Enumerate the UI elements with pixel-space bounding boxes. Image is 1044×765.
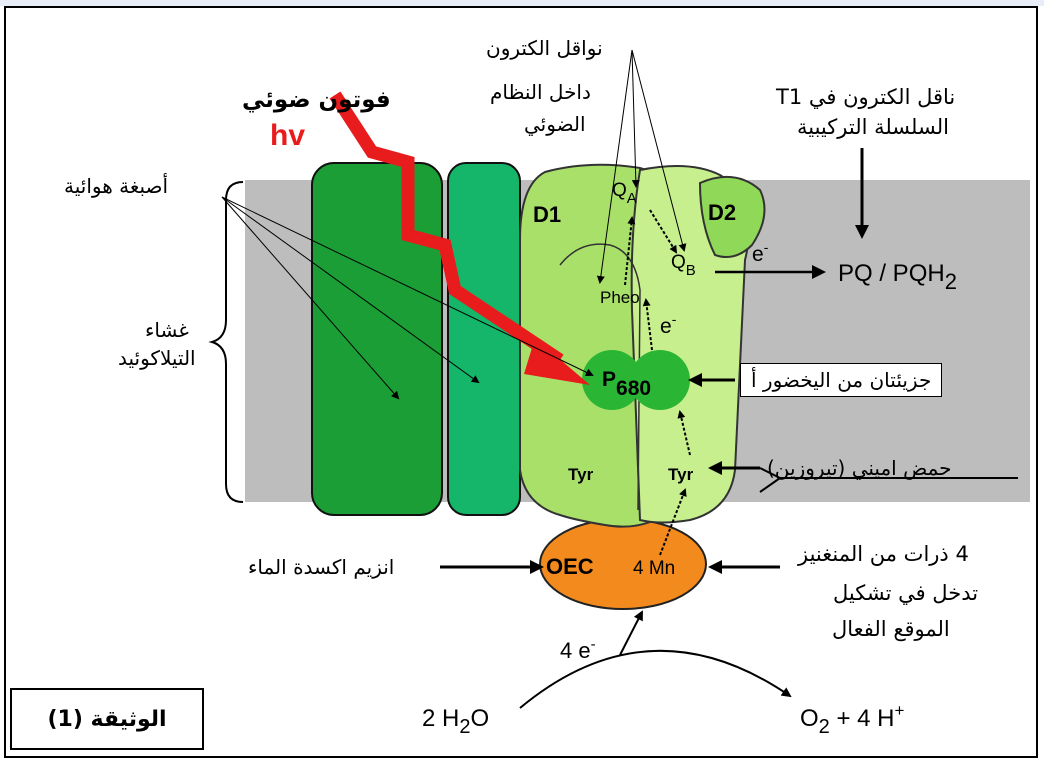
label-water: 2 H2O: [422, 705, 489, 738]
label-oec: OEC: [546, 554, 594, 579]
p680-left: [582, 350, 642, 410]
p680-to-pheo-arrow: [642, 298, 653, 351]
carriers-leader-3: [631, 49, 687, 252]
manganese-label-1: 4 ذرات من المنغنيز: [798, 542, 969, 566]
d1-inner-lobe: [559, 243, 641, 511]
carriers-label-1: نواقل الكترون: [486, 36, 603, 60]
label-tyr-left: Tyr: [568, 465, 594, 484]
label-d1: D1: [533, 202, 561, 227]
membrane-label-2: التيلاكوئيد: [118, 346, 196, 370]
document-label: الوثيقة (1): [47, 706, 167, 732]
qa-to-qb-arrow: [649, 209, 678, 254]
manganese-label-3: الموقع الفعال: [832, 617, 950, 641]
label-e-inner: e-: [660, 311, 677, 338]
t1-label-2: السلسلة التركيبية: [797, 115, 949, 139]
label-mn: 4 Mn: [633, 558, 675, 579]
label-hv: hv: [270, 119, 305, 152]
carriers-leader-1: [596, 49, 633, 284]
tyrosine-bracket: [759, 467, 1018, 493]
antenna-pigment-2: [447, 162, 521, 516]
p680-right: [630, 350, 690, 410]
t1-label-1: T1 ناقل الكترون في: [776, 85, 956, 109]
label-e-upper: e-: [752, 239, 769, 266]
top-band: [0, 0, 1044, 6]
membrane-label-1: غشاء: [145, 318, 189, 342]
tyr-to-p680-arrow: [677, 410, 691, 456]
label-qb: QB: [671, 252, 696, 279]
membrane-brace: [208, 181, 244, 503]
chlorophyll-label-box: جزيئتان من اليخضور أ: [740, 363, 943, 397]
mn-to-tyr-arrow: [659, 488, 687, 556]
label-tyr-right: Tyr: [668, 465, 694, 484]
d2-cap: [698, 175, 766, 258]
document-frame: [4, 6, 1038, 758]
photon-label: فوتون ضوئي: [242, 87, 391, 113]
label-products: O2 + 4 H+: [800, 701, 905, 738]
label-4e: 4 e-: [560, 636, 596, 663]
pigments-label: أصبغة هوائية: [64, 174, 169, 198]
label-p680: P680: [602, 368, 651, 400]
manganese-label-2: تدخل في تشكيل: [833, 581, 979, 605]
pigment-leader-2: [221, 196, 480, 384]
label-qa: QA: [612, 180, 637, 207]
document-label-box: الوثيقة (1): [10, 688, 204, 750]
label-d2: D2: [708, 200, 736, 225]
electrons-arrow: [619, 610, 643, 656]
antenna-pigment-1: [311, 162, 443, 516]
pigment-leader-1: [221, 196, 400, 400]
label-pheo: Pheo: [600, 288, 640, 307]
carriers-leader-2: [631, 49, 640, 188]
pigment-leader-3: [221, 196, 594, 377]
water-oxidation-curve: [519, 649, 792, 709]
carriers-label-3: الضوئي: [524, 112, 586, 136]
photon-arrow: [329, 91, 564, 366]
carriers-label-2: داخل النظام: [490, 80, 591, 104]
pheo-to-qa-arrow: [624, 216, 636, 286]
enzyme-label: انزيم اكسدة الماء: [248, 555, 395, 579]
amino-acid-label: حمض اميني (تيروزين): [767, 456, 952, 480]
label-pq: PQ / PQH2: [838, 260, 957, 294]
